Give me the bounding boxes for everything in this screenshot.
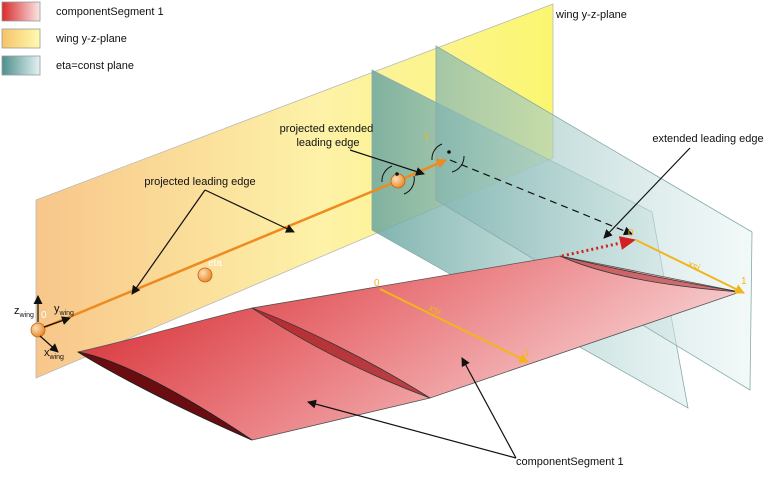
projected-leading-edge-line [37,178,401,332]
legend: componentSegment 1 wing y-z-plane eta=co… [1,1,164,76]
legend-label-yz-plane: wing y-z-plane [55,33,127,45]
eta-label: eta [208,258,222,269]
y-axis-label: ywing [54,303,74,317]
leader-projected-le-2 [204,189,295,233]
x-axis-arrow [39,335,59,353]
projected-extended-le-line1: projected extended [280,123,374,135]
component-segment-label: componentSegment 1 [516,456,624,468]
right-angle-symbol-1 [381,165,415,195]
leader-extended-le [603,147,691,239]
leader-projected-le-1 [131,189,206,295]
extended-leading-edge-label: extended leading edge [652,133,763,145]
legend-swatch-eta-plane [1,55,41,76]
y-axis-arrow [43,316,71,328]
legend-label-eta-plane: eta=const plane [56,60,134,72]
xsi-extended-label: xsi [686,259,702,274]
eta-ball [197,267,213,283]
segment-zero-label: 0 [374,278,380,289]
origin-ball [30,322,46,338]
origin-zero-label: 0 [41,310,47,321]
extended-zero-label: 0 [628,228,634,239]
projected-extended-le-line2: leading edge [296,137,359,149]
right-angle-symbol-2 [431,143,465,173]
leader-lines [131,147,691,459]
projected-extended-le-label: projected extended leading edge [280,123,377,149]
legend-label-segment: componentSegment 1 [56,6,164,18]
segment-mid-profile [251,307,431,399]
segment-one-label: 1 [524,348,530,359]
projected-end-ball [390,173,406,189]
xsi-arrow-extended [635,239,745,294]
segment-surface [76,255,742,441]
legend-swatch-yz-plane [1,28,41,49]
coordinate-axes: zwing ywing xwing [14,295,74,361]
leader-projected-ext-le [349,149,425,176]
x-axis-label: xwing [44,347,64,361]
xsi-segment-label: xsi [427,303,443,318]
segment-root-profile [77,351,253,441]
xsi-arrow-segment [379,288,529,363]
wing-yz-plane-label: wing y-z-plane [555,9,627,21]
z-axis-label: zwing [14,305,34,319]
projection-dashed-line [449,159,633,236]
leader-segment-2 [461,357,517,459]
projected-leading-edge-label: projected leading edge [144,176,255,188]
projected-one-label: 1 [424,132,430,143]
extended-one-label: 1 [741,276,747,287]
legend-swatch-segment [1,1,41,22]
leader-segment-1 [307,399,517,459]
extended-leading-edge-line [561,236,636,258]
